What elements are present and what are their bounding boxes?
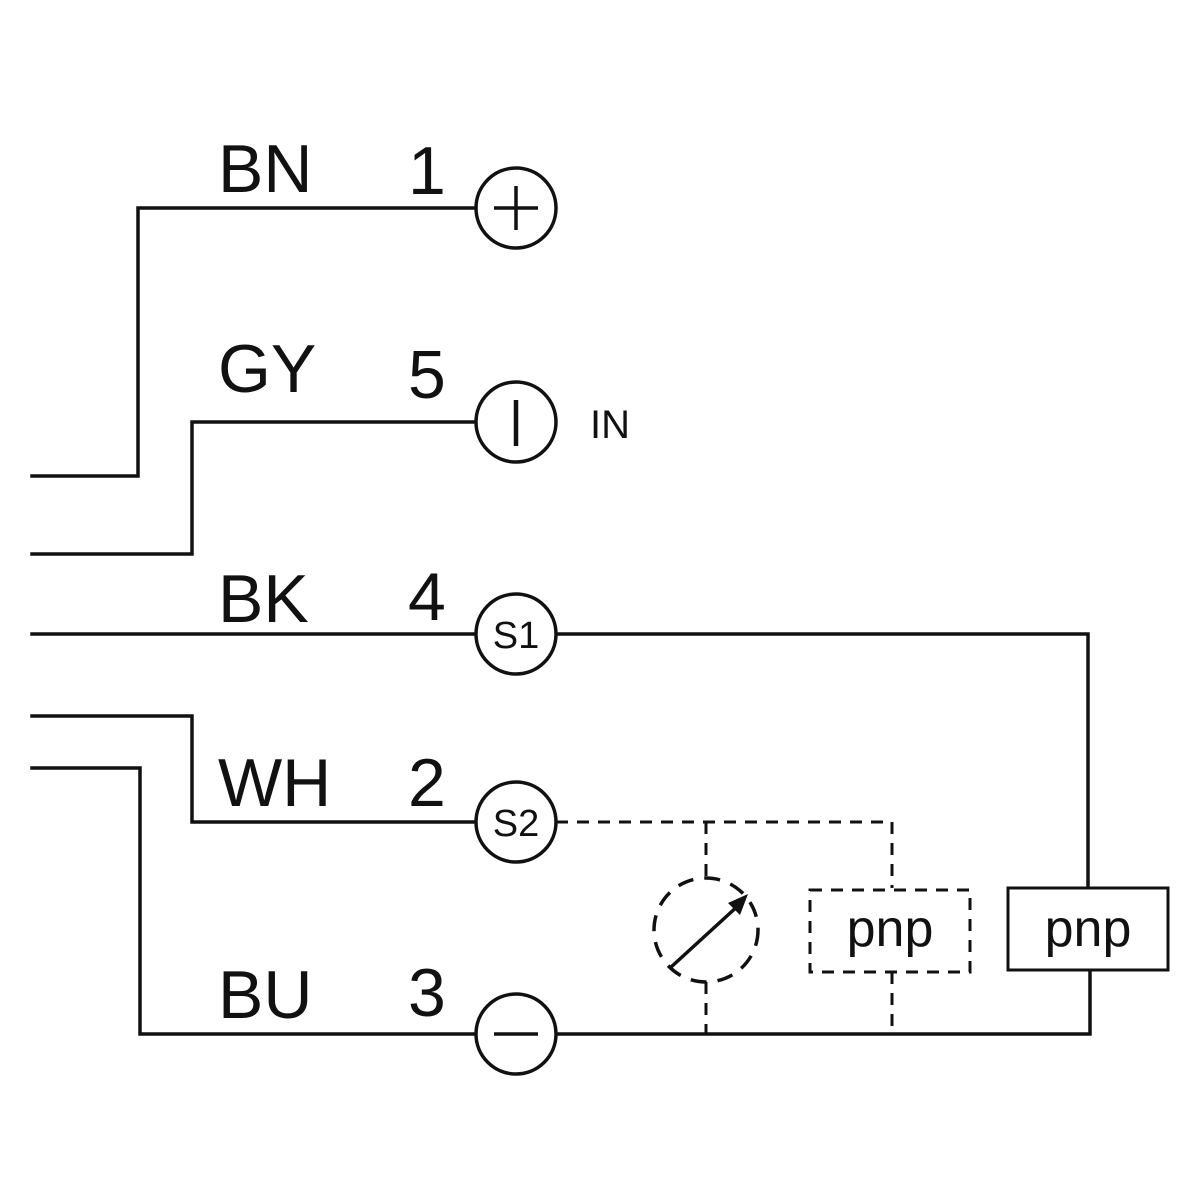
pin-number-5: 5 bbox=[408, 337, 446, 413]
pin-number-1: 1 bbox=[408, 133, 446, 209]
terminal-s2-label: S2 bbox=[493, 803, 539, 845]
pin-number-3: 3 bbox=[408, 955, 446, 1031]
terminal-s1-label: S1 bbox=[493, 615, 539, 657]
terminal-4-s1 bbox=[474, 592, 558, 676]
wire-label-bk: BK bbox=[218, 561, 309, 637]
meter-arrow-shaft bbox=[668, 902, 742, 970]
wire-gy bbox=[30, 420, 478, 556]
wire-bu-return bbox=[554, 968, 1092, 1036]
dashed-pnp-box bbox=[808, 888, 972, 974]
dashed-s2-line bbox=[556, 820, 894, 888]
meter-dashed-circle bbox=[652, 876, 760, 984]
pin-number-4: 4 bbox=[408, 559, 446, 635]
wire-bu bbox=[30, 766, 478, 1036]
dashed-pnp-label: pnp bbox=[847, 900, 934, 958]
wire-wh bbox=[30, 714, 478, 824]
meter-arrow-head bbox=[728, 894, 748, 915]
wire-label-wh: WH bbox=[218, 745, 331, 821]
solid-pnp-label: pnp bbox=[1045, 900, 1132, 958]
solid-pnp-box bbox=[1006, 886, 1170, 972]
wire-label-gy: GY bbox=[218, 331, 316, 407]
wire-bn bbox=[30, 206, 478, 478]
wire-bk-output bbox=[554, 632, 1090, 890]
wire-label-bu: BU bbox=[218, 957, 312, 1033]
input-note-label: IN bbox=[590, 403, 630, 447]
terminal-2-s2 bbox=[474, 780, 558, 864]
wire-label-bn: BN bbox=[218, 131, 312, 207]
pin-number-2: 2 bbox=[408, 745, 446, 821]
